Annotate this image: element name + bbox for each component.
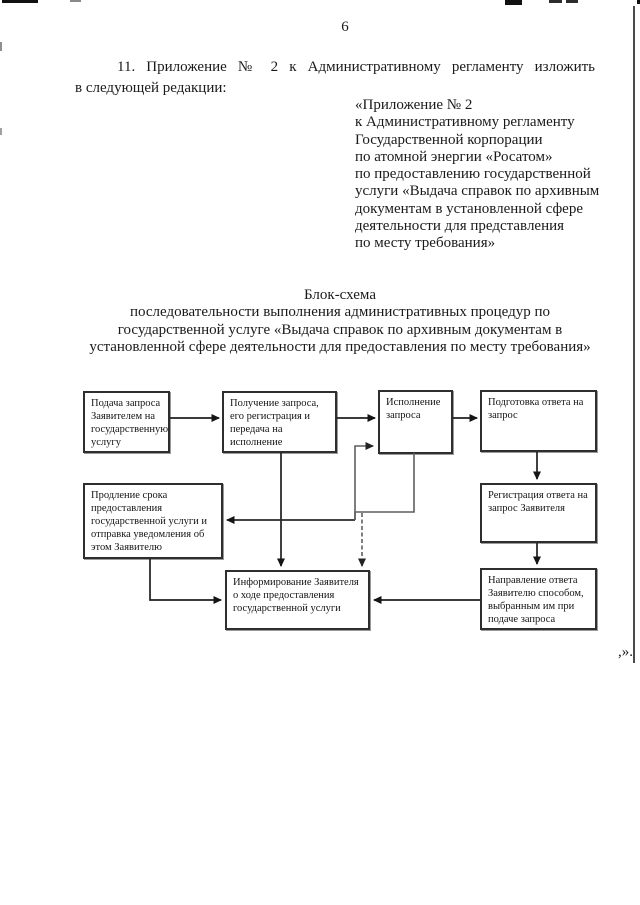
paragraph-11: 11. Приложение № 2 к Административному р… — [75, 57, 595, 99]
heading-line: государственной услуге «Выдача справок п… — [117, 321, 563, 338]
flowchart-heading: Блок-схема последовательности выполнения… — [40, 287, 640, 357]
quote-line: к Административному регламенту — [355, 114, 575, 131]
flowchart-box-prepare-answer: Подготовка ответа на запрос — [480, 390, 597, 452]
closing-quote-mark: ,». — [618, 644, 633, 660]
flowchart-box-execute-request: Исполнение запроса — [378, 390, 453, 454]
scan-artifact — [70, 0, 81, 2]
line-execute-branch — [354, 453, 415, 520]
paragraph-11-line2: в следующей редакции: — [75, 80, 227, 96]
paragraph-11-line1: 11. Приложение № 2 к Административному р… — [117, 59, 595, 75]
appendix-quote-block: «Приложение № 2 к Административному регл… — [355, 97, 625, 253]
page-number: 6 — [341, 19, 349, 35]
scan-artifact — [0, 42, 2, 51]
arrow-branch-to-execute — [354, 442, 374, 520]
scan-artifact — [2, 0, 38, 3]
quote-line: документам в установленной сфере — [355, 200, 583, 217]
quote-line: по предоставлению государственной — [355, 166, 591, 183]
scan-artifact — [549, 0, 562, 3]
flowchart-box-send-answer: Направление ответа Заявителю способом, в… — [480, 568, 597, 630]
flowchart-box-extend-term: Продление срока предоставления государст… — [83, 483, 223, 559]
scan-artifact-right-line — [633, 6, 635, 663]
scan-artifact — [637, 0, 640, 4]
quote-line: Государственной корпорации — [355, 131, 543, 148]
flowchart-box-receive-register: Получение запроса, его регистрация и пер… — [222, 391, 337, 453]
flowchart-box-submit-request: Подача запроса Заявителем на государстве… — [83, 391, 170, 453]
quote-line: по атомной энергии «Росатом» — [355, 148, 553, 165]
quote-line: «Приложение № 2 — [355, 97, 473, 113]
quote-line: по месту требования» — [355, 235, 496, 252]
scan-artifact — [505, 0, 522, 5]
scan-artifact — [0, 128, 2, 135]
quote-line: деятельности для представления — [355, 218, 565, 235]
heading-line: установленной сфере деятельности для пре… — [89, 339, 591, 356]
quote-line: услуги «Выдача справок по архивным — [355, 183, 600, 200]
flowchart-box-inform-applicant: Информирование Заявителя о ходе предоста… — [225, 570, 370, 630]
arrow-extend-to-inform — [149, 559, 222, 604]
scan-artifact — [566, 0, 578, 3]
flowchart-box-register-answer: Регистрация ответа на запрос Заявителя — [480, 483, 597, 543]
heading-line: Блок-схема — [304, 287, 376, 303]
heading-line: последовательности выполнения администра… — [129, 304, 551, 321]
